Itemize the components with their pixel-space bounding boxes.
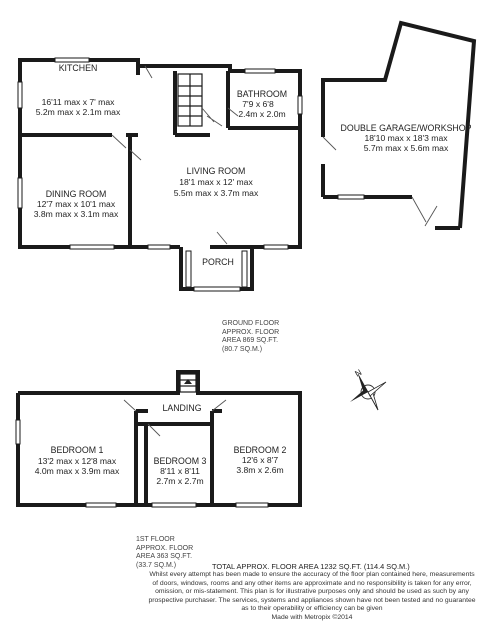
bathroom-imperial: 7'9 x 6'8 xyxy=(242,99,274,109)
first-floor-plan xyxy=(15,370,302,508)
first-interior-walls xyxy=(134,409,222,505)
bedroom-3-label: BEDROOM 3 xyxy=(154,456,207,466)
dining-room-metric: 3.8m max x 3.1m max xyxy=(34,209,119,219)
living-room-label: LIVING ROOM xyxy=(187,166,246,176)
compass-north-label: N xyxy=(353,367,363,379)
room-labels: KITCHEN 16'11 max x 7' max 5.2m max x 2.… xyxy=(34,63,472,486)
bedroom-2-label: BEDROOM 2 xyxy=(234,445,287,455)
compass-rose-icon xyxy=(350,373,387,411)
bedroom-1-metric: 4.0m max x 3.9m max xyxy=(35,466,120,476)
ground-interior-walls xyxy=(20,66,300,247)
garage-window xyxy=(337,194,365,200)
garage-door-icon xyxy=(411,196,438,227)
landing-label: LANDING xyxy=(162,403,201,413)
living-room-metric: 5.5m max x 3.7m max xyxy=(174,188,259,198)
porch-walls xyxy=(179,247,254,292)
porch-door-icon xyxy=(216,231,228,245)
bedroom-1-label: BEDROOM 1 xyxy=(51,445,104,455)
garage-label: DOUBLE GARAGE/WORKSHOP xyxy=(341,123,472,133)
garage-imperial: 18'10 max x 18'3 max xyxy=(364,133,448,143)
dining-door-icon xyxy=(111,134,127,149)
bedroom-2-imperial: 12'6 x 8'7 xyxy=(242,455,278,465)
ground-stairs xyxy=(177,73,223,127)
living-room-imperial: 18'1 max x 12' max xyxy=(179,177,253,187)
bathroom-label: BATHROOM xyxy=(237,89,287,99)
house-outer-wall xyxy=(18,58,302,249)
kitchen-imperial: 16'11 max x 7' max xyxy=(42,97,116,107)
bedroom-2-metric: 3.8m x 2.6m xyxy=(236,465,283,475)
ground-windows xyxy=(17,57,303,250)
bedroom-1-imperial: 13'2 max x 12'8 max xyxy=(38,456,117,466)
garage-side-door-icon xyxy=(322,136,337,151)
bedroom-3-metric: 2.7m x 2.7m xyxy=(156,476,203,486)
ground-floor-area-note: GROUND FLOOR APPROX. FLOOR AREA 869 SQ.F… xyxy=(222,320,280,353)
first-floor-area-note: 1ST FLOOR APPROX. FLOOR AREA 363 SQ.FT. … xyxy=(136,536,194,569)
garage-metric: 5.7m max x 5.6m max xyxy=(364,143,449,153)
total-floor-area: TOTAL APPROX. FLOOR AREA 1232 SQ.FT. (11… xyxy=(212,562,410,571)
first-stairs xyxy=(179,373,197,393)
first-windows xyxy=(15,419,269,508)
bedroom-3-imperial: 8'11 x 8'11 xyxy=(160,466,200,476)
first-doors xyxy=(123,399,227,437)
ground-doors xyxy=(111,65,239,245)
bathroom-door-icon xyxy=(227,107,239,117)
porch-label: PORCH xyxy=(202,257,234,267)
kitchen-metric: 5.2m max x 2.1m max xyxy=(36,107,121,117)
garage-walls xyxy=(321,20,477,230)
kitchen-label: KITCHEN xyxy=(59,63,98,73)
kitchen-door-icon xyxy=(144,65,153,79)
ground-floor-plan xyxy=(17,20,477,292)
bathroom-metric: 2.4m x 2.0m xyxy=(238,109,285,119)
living-door-icon xyxy=(129,149,142,161)
dining-room-imperial: 12'7 max x 10'1 max xyxy=(37,199,116,209)
dining-room-label: DINING ROOM xyxy=(46,189,107,199)
